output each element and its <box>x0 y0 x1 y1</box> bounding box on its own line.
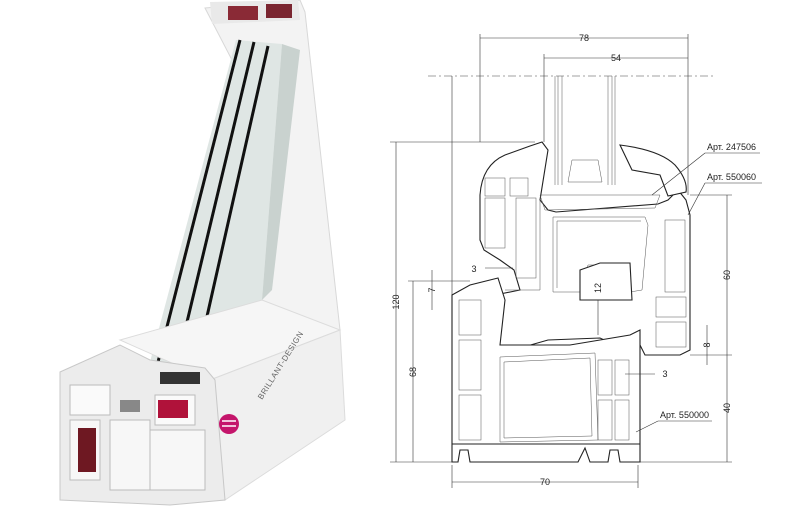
dim-gap-right: 3 <box>662 369 667 379</box>
dim-frame-lower: 40 <box>722 403 732 413</box>
dim-overall-width: 78 <box>579 33 589 43</box>
dim-overlap-right: 8 <box>702 342 712 347</box>
dim-rebate: 12 <box>593 283 603 293</box>
dimension-lines <box>395 37 728 483</box>
callout-art-247506: Арт. 247506 <box>707 142 756 152</box>
technical-drawing: 78 54 120 68 60 40 70 3 7 12 8 3 Арт. 24… <box>390 33 762 488</box>
window-corner-photo: BRILLANT-DESIGN <box>59 0 346 506</box>
callout-art-550060: Арт. 550060 <box>707 172 756 182</box>
brand-logo-icon <box>219 414 239 434</box>
dim-glass-width: 54 <box>611 53 621 63</box>
dim-sash-height: 60 <box>722 270 732 280</box>
dim-gap-left: 3 <box>471 264 476 274</box>
dim-overlap-left: 7 <box>427 287 437 292</box>
dim-overall-height: 120 <box>391 294 401 309</box>
callout-art-550000: Арт. 550000 <box>660 410 709 420</box>
dim-frame-width: 70 <box>540 477 550 487</box>
dim-frame-height: 68 <box>408 367 418 377</box>
